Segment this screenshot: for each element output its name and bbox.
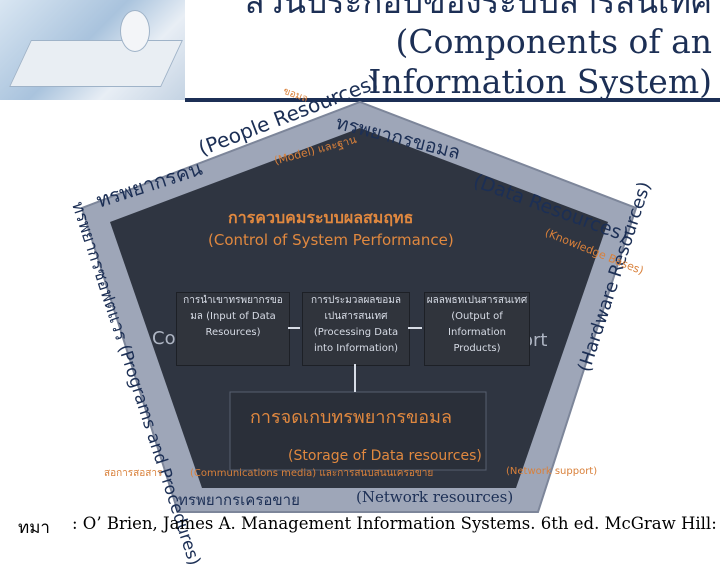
storage-thai-label: การจดเกบทรพยากรขอมล [250, 407, 453, 428]
source-key: ทมา [18, 518, 50, 538]
control-english-label: (Control of System Performance) [208, 231, 454, 249]
title-underline [185, 98, 720, 102]
input-box: การนำเขาทรพยากรขอมล (Input of Data Resou… [176, 292, 290, 366]
title-line-3: Information System) [368, 62, 712, 101]
title-line-1: สวนประกอบของระบบสารสนเทศ [244, 0, 712, 21]
network-resources-thai: ทรพยากรเครอขาย [178, 491, 300, 509]
slide-title: สวนประกอบของระบบสารสนเทศ (Components of … [172, 0, 712, 102]
keyboard-photo [0, 0, 185, 100]
storage-english-label: (Storage of Data resources) [288, 448, 482, 464]
network-support-label: (Network support) [506, 466, 598, 477]
communications-media-label: (Communications media) และการสนบสนนเครอข… [190, 468, 434, 479]
storage-shape [229, 391, 487, 471]
source-citation: : O’ Brien, James A. Management Informat… [72, 514, 717, 533]
mouse-image [120, 10, 150, 52]
title-line-2: (Components of an [395, 22, 713, 61]
network-resources-label: (Network resources) [356, 488, 514, 506]
control-thai-label: การควบคมระบบผลสมฤทธ [228, 208, 414, 227]
source-footer: ทมา : O’ Brien, James A. Management Info… [0, 512, 720, 540]
flow-arrows [288, 327, 422, 392]
output-box: ผลลพธทเปนสารสนเทศ (Output of Information… [424, 292, 530, 366]
small-left-label: สอการสอสาร [104, 468, 163, 479]
